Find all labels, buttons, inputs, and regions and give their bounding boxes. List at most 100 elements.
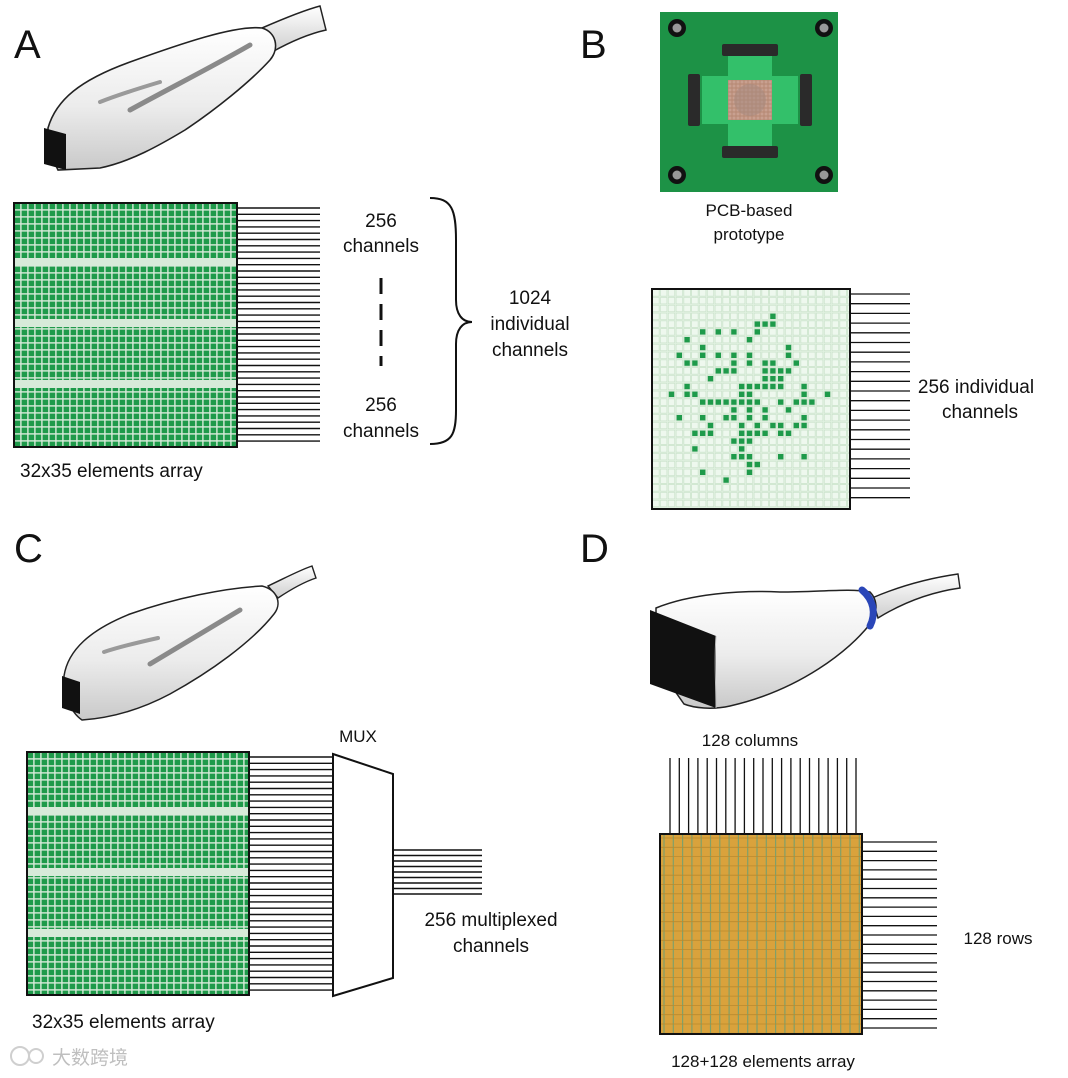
- active-element: [715, 352, 721, 358]
- element-array-a: [13, 202, 238, 448]
- active-element: [785, 430, 792, 436]
- active-element: [739, 383, 745, 390]
- active-element: [739, 422, 745, 429]
- top-channels-count: 256: [365, 211, 397, 232]
- panel-a: A 256 channels 256 channels 1024 individ: [13, 5, 570, 482]
- active-element: [700, 399, 706, 405]
- active-element: [824, 391, 831, 397]
- b-channels-line2: channels: [942, 402, 1018, 423]
- pcb-prototype: [660, 12, 838, 192]
- active-element: [723, 399, 729, 405]
- active-element: [746, 352, 753, 358]
- curly-brace: [429, 197, 473, 445]
- active-element: [668, 391, 675, 397]
- active-element: [801, 422, 807, 429]
- active-element: [778, 430, 784, 436]
- active-element: [770, 368, 776, 374]
- active-element: [684, 391, 690, 397]
- active-element: [746, 399, 753, 405]
- probe-a-illustration: [44, 5, 327, 171]
- active-element: [770, 360, 776, 366]
- active-element: [692, 446, 698, 452]
- channel-wires-c: [249, 756, 336, 991]
- active-element: [762, 383, 768, 390]
- active-element: [739, 438, 745, 444]
- total-channels-count: 1024: [509, 288, 552, 309]
- active-element: [801, 391, 807, 397]
- active-element: [770, 422, 776, 429]
- active-element: [785, 344, 792, 351]
- channel-wires-b: [850, 293, 910, 499]
- active-element: [707, 399, 714, 405]
- multiplexed-wires: [393, 849, 482, 895]
- active-element: [684, 337, 690, 343]
- watermark-text: 大数跨境: [52, 1047, 128, 1069]
- active-element: [770, 321, 776, 327]
- active-element: [739, 399, 745, 405]
- active-element: [746, 391, 753, 397]
- active-element: [754, 422, 760, 429]
- active-element: [692, 360, 698, 366]
- active-element: [754, 461, 760, 468]
- pcb-caption-line1: PCB-based: [706, 201, 793, 220]
- active-element: [754, 383, 760, 390]
- active-element: [684, 360, 690, 366]
- sparse-array-b: [651, 288, 851, 510]
- probe-d-illustration: [650, 573, 961, 709]
- b-channels-line1: 256 individual: [918, 377, 1034, 398]
- panel-d-label: D: [580, 527, 609, 571]
- active-element: [746, 430, 753, 436]
- active-element: [778, 376, 784, 382]
- active-element: [746, 383, 753, 390]
- active-element: [707, 430, 714, 436]
- active-element: [778, 454, 784, 460]
- active-element: [770, 376, 776, 382]
- active-element: [778, 422, 784, 429]
- active-element: [770, 313, 776, 319]
- active-element: [715, 399, 721, 405]
- active-element: [700, 430, 706, 436]
- active-element: [778, 399, 784, 405]
- active-element: [762, 407, 768, 413]
- active-element: [801, 454, 807, 460]
- pcb-caption-line2: prototype: [714, 225, 785, 244]
- active-element: [700, 329, 706, 335]
- c-channels-line2: channels: [453, 936, 529, 957]
- active-element: [700, 469, 706, 475]
- panel-b: B PCB-based prototype 256 individual c: [580, 12, 1034, 510]
- active-element: [793, 422, 799, 429]
- active-element: [676, 415, 682, 421]
- active-element: [731, 352, 737, 358]
- active-element: [754, 430, 760, 436]
- active-element: [793, 360, 799, 366]
- rows-label: 128 rows: [964, 929, 1033, 948]
- channel-wires-a: [237, 207, 320, 442]
- active-element: [731, 368, 737, 374]
- mux-block: [332, 752, 394, 998]
- mux-label: MUX: [339, 727, 377, 746]
- columns-label: 128 columns: [702, 731, 798, 750]
- active-element: [684, 383, 690, 390]
- probe-blue-band: [858, 586, 877, 630]
- active-element: [785, 368, 792, 374]
- active-element: [746, 461, 753, 468]
- active-element: [707, 422, 714, 429]
- active-element: [746, 407, 753, 413]
- total-channels-word2: channels: [492, 340, 568, 361]
- active-element: [715, 368, 721, 374]
- panel-b-label: B: [580, 23, 607, 67]
- element-array-c: [26, 751, 250, 996]
- active-element: [739, 446, 745, 452]
- row-wires: [862, 841, 937, 1029]
- active-element: [739, 430, 745, 436]
- active-element: [785, 407, 792, 413]
- active-element: [762, 376, 768, 382]
- active-element: [692, 391, 698, 397]
- active-element: [676, 352, 682, 358]
- active-element: [739, 454, 745, 460]
- active-element: [801, 399, 807, 405]
- column-wires: [669, 758, 857, 834]
- active-element: [723, 368, 729, 374]
- active-element: [762, 360, 768, 366]
